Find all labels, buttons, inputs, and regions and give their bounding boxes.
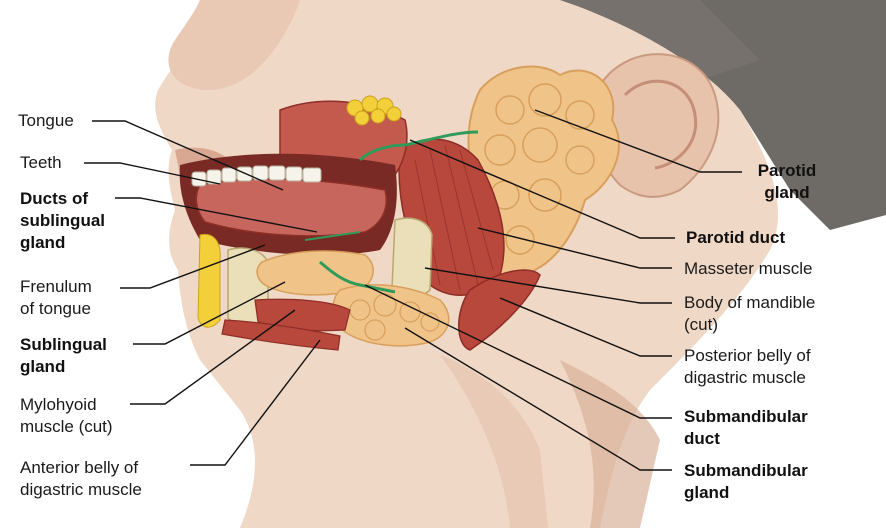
masseter-fibers [414, 144, 494, 291]
leader-ducts-sublingual [115, 197, 318, 233]
leader-masseter [477, 227, 672, 269]
label-teeth: Teeth [20, 153, 62, 172]
label-tongue: Tongue [18, 111, 74, 130]
nose [168, 0, 300, 91]
label-anterior-belly-digastric: Anterior belly of digastric muscle [20, 458, 142, 499]
anterior-digastric-muscle [221, 319, 341, 351]
leader-mylohyoid [130, 309, 296, 405]
chin-fat [197, 233, 221, 328]
leader-tongue [92, 120, 284, 191]
leader-lines [84, 109, 742, 471]
sublingual-duct-line [304, 231, 361, 241]
label-ducts-of-sublingual-gland: Ducts of sublingual gland [20, 189, 105, 252]
leader-anterior-digastric [190, 339, 321, 466]
leader-posterior-digastric [499, 297, 672, 357]
submandibular-duct-line [319, 260, 396, 294]
label-posterior-belly-digastric: Posterior belly of digastric muscle [684, 346, 811, 387]
leader-sublingual-gland [133, 281, 286, 345]
hair [520, 0, 886, 230]
ear-inner [623, 79, 698, 170]
leader-parotid-duct [409, 139, 675, 239]
posterior-digastric-muscle [458, 269, 541, 351]
neck-skin [260, 355, 550, 528]
leader-submandibular-duct [364, 284, 672, 419]
label-sublingual-gland: Sublingual gland [20, 335, 107, 376]
mandible-right-cut [391, 217, 433, 298]
leader-teeth [84, 162, 221, 185]
parotid-duct-line [358, 130, 479, 162]
leader-frenulum [120, 244, 266, 289]
neck-shading [440, 355, 548, 528]
label-parotid-duct: Parotid duct [686, 228, 786, 247]
label-mylohyoid-muscle: Mylohyoid muscle (cut) [20, 395, 113, 436]
label-masseter-muscle: Masseter muscle [684, 259, 813, 278]
neck-shadow [560, 360, 660, 528]
label-submandibular-gland: Submandibular gland [684, 461, 808, 502]
leader-submandibular-gland [404, 327, 672, 471]
label-frenulum-of-tongue: Frenulum of tongue [20, 277, 92, 318]
label-submandibular-duct: Submandibular duct [684, 407, 808, 448]
label-parotid-gland: Parotid gland [757, 161, 817, 202]
leader-parotid-gland [534, 109, 742, 173]
leader-mandible [424, 267, 672, 304]
label-body-of-mandible: Body of mandible (cut) [684, 293, 816, 334]
buccal-fat [346, 95, 402, 126]
